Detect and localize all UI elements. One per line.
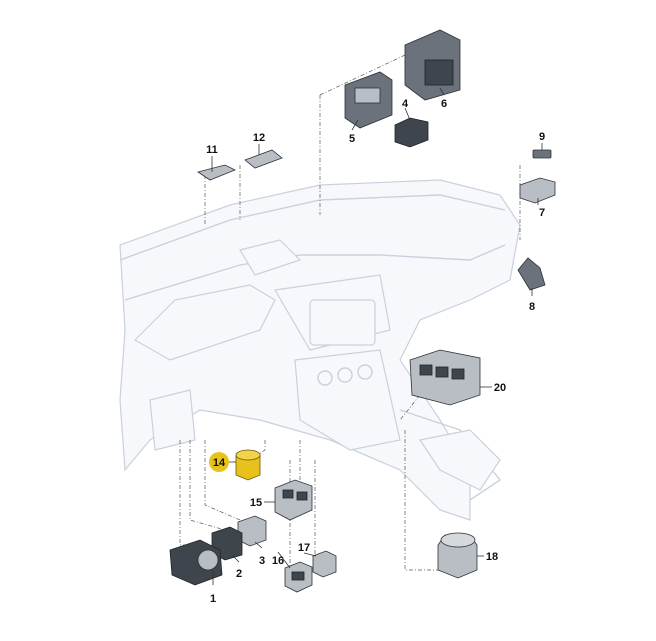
label-part-16: 16	[272, 555, 284, 567]
label-part-1: 1	[210, 593, 216, 605]
label-part-14: 14	[213, 457, 226, 469]
label-part-2: 2	[236, 568, 242, 580]
part-11-cover	[197, 164, 236, 181]
label-part-4: 4	[402, 98, 409, 110]
part-1-light-switch	[169, 539, 223, 586]
part-8-sensor	[517, 257, 546, 291]
label-part-11: 11	[206, 144, 218, 156]
part-17-switch	[312, 550, 337, 578]
label-part-15: 15	[250, 497, 262, 509]
label-part-9: 9	[539, 131, 545, 143]
part-9-switch	[532, 149, 552, 159]
label-part-6: 6	[441, 98, 447, 110]
label-leaders	[211, 87, 543, 585]
label-part-18: 18	[486, 551, 498, 563]
part-14-socket	[235, 449, 261, 481]
label-part-8: 8	[529, 301, 535, 313]
part-18-light-switch	[437, 532, 478, 579]
label-part-7: 7	[539, 207, 545, 219]
label-part-12: 12	[253, 132, 265, 144]
label-part-20: 20	[494, 382, 506, 394]
part-20-switch-panel	[409, 349, 481, 406]
highlight-badge-part-14	[209, 452, 229, 472]
part-12-cover	[244, 149, 283, 169]
dashboard-outline	[119, 179, 521, 521]
part-6-switch-panel	[404, 29, 461, 101]
label-part-3: 3	[259, 555, 265, 567]
part-5-switch-panel	[344, 71, 393, 129]
part-4-switch	[394, 117, 429, 148]
label-part-5: 5	[349, 133, 355, 145]
part-7-switch	[519, 177, 556, 204]
label-part-17: 17	[298, 542, 310, 554]
part-16-switch	[284, 561, 313, 593]
part-labels: 1 2 3 4 5 6 7 8 9 11 12 14 15 16 17 18 2…	[206, 98, 545, 605]
part-15-switch	[274, 479, 313, 521]
